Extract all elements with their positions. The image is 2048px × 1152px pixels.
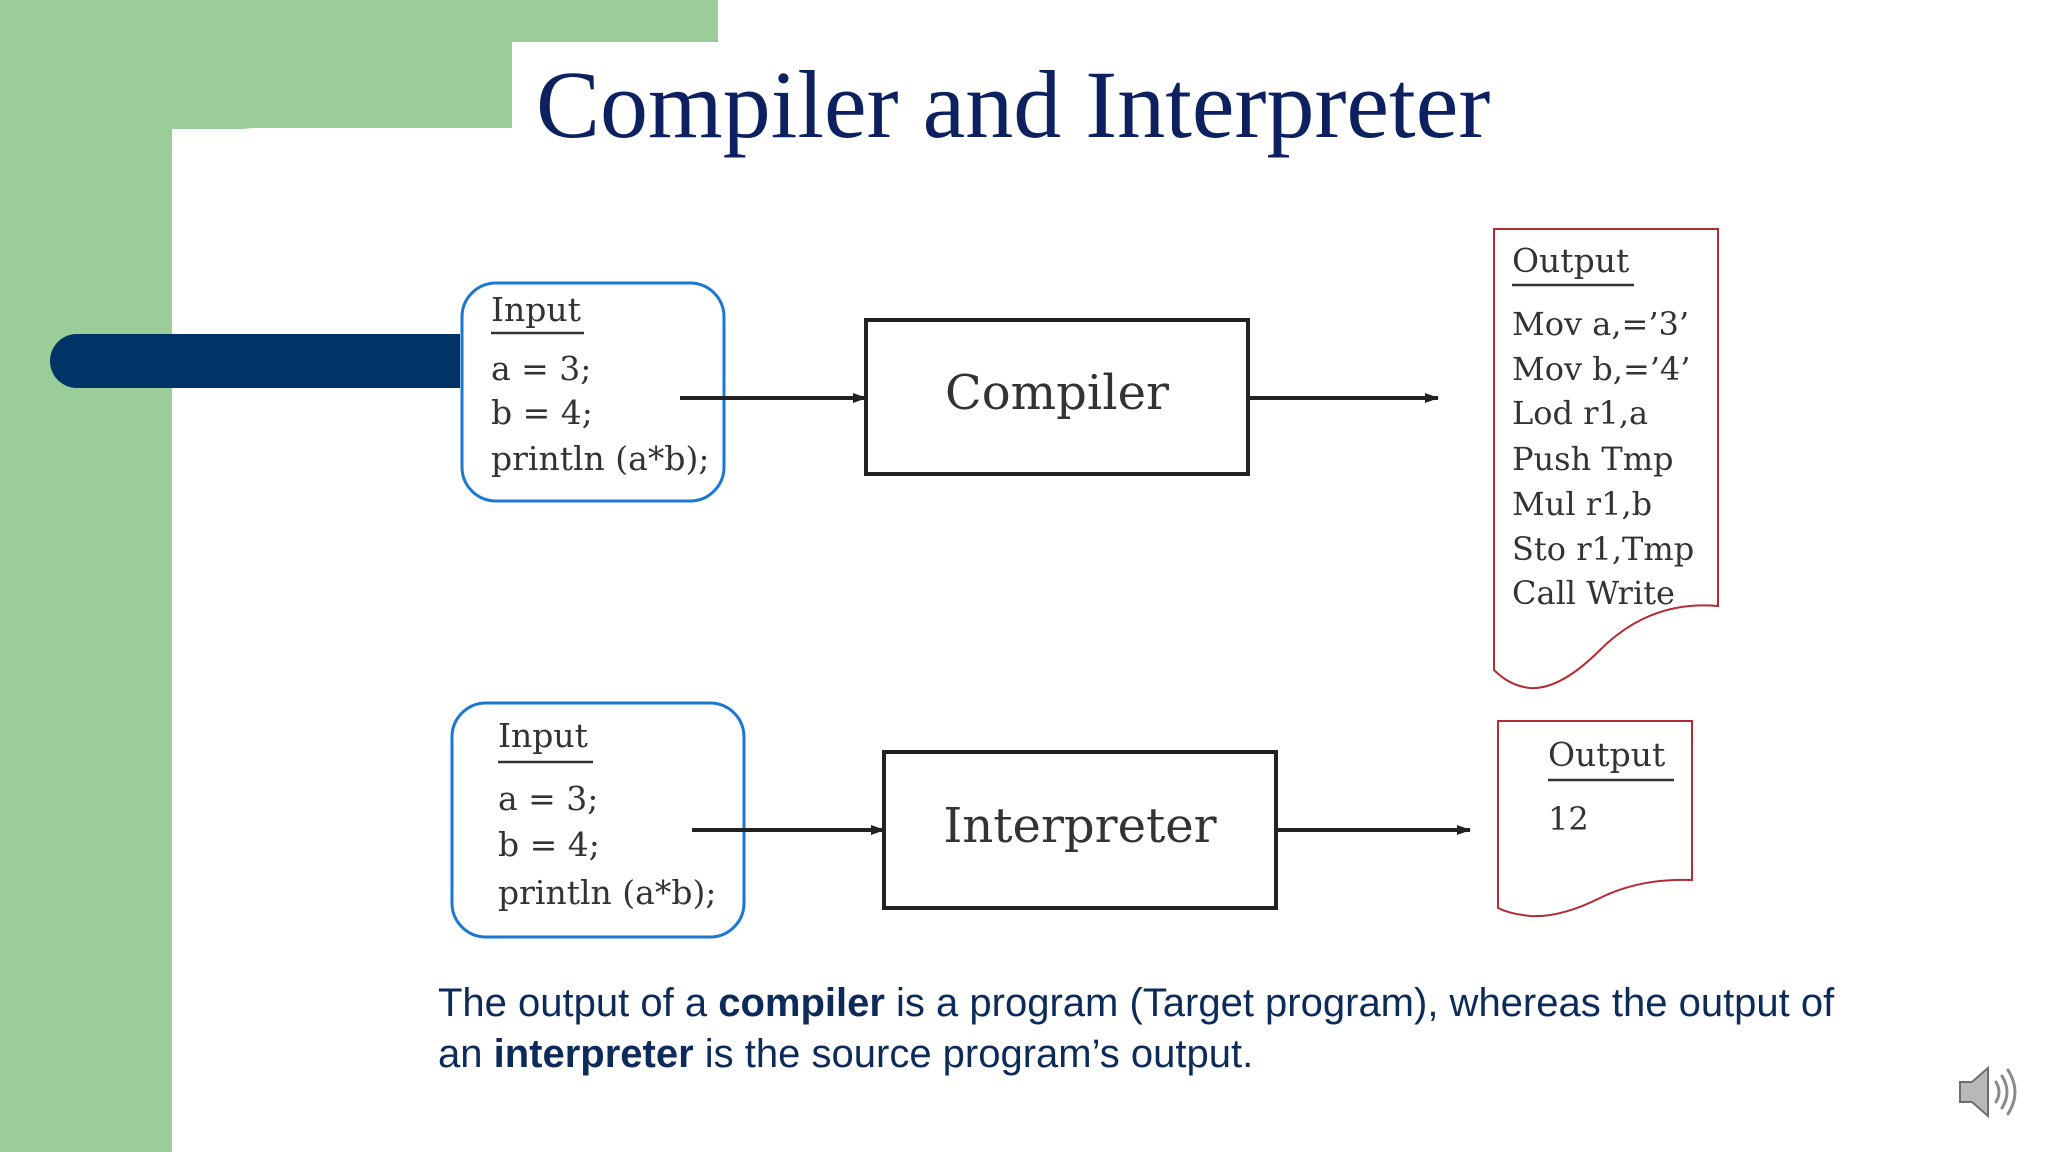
interpreter-output-document: [1497, 720, 1693, 918]
navy-accent-bar: [50, 334, 460, 388]
interpreter-input-heading: Input: [498, 716, 588, 755]
interpreter-output-line: 12: [1548, 800, 1589, 838]
compiler-output-line: Mov b,=’4’: [1512, 350, 1690, 388]
caption-bold-compiler: compiler: [718, 981, 885, 1025]
green-left-panel: [0, 0, 172, 1152]
compiler-output-document: [1493, 228, 1719, 690]
compiler-output-line: Push Tmp: [1512, 440, 1674, 478]
interpreter-input-line: b = 4;: [498, 825, 600, 864]
slide-title: Compiler and Interpreter: [536, 51, 1491, 158]
compiler-input-line: b = 4;: [491, 393, 593, 432]
green-top-band: [0, 0, 718, 42]
compiler-input-heading: Input: [491, 290, 581, 329]
title-background: [512, 42, 2048, 142]
compiler-output-line: Mov a,=’3’: [1512, 305, 1689, 343]
interpreter-output-heading: Output: [1548, 735, 1665, 774]
caption-text: is the source program’s output.: [693, 1032, 1254, 1076]
compiler-output-heading: Output: [1512, 241, 1629, 280]
compiler-input-line: println (a*b);: [491, 439, 709, 478]
green-title-band: [172, 42, 512, 129]
speaker-icon[interactable]: [1954, 1060, 2024, 1124]
caption-bold-interpreter: interpreter: [493, 1032, 694, 1076]
interpreter-input-line: println (a*b);: [498, 873, 716, 912]
compiler-input-line: a = 3;: [491, 349, 591, 388]
interpreter-box-label: Interpreter: [943, 798, 1216, 854]
compiler-input-box: [460, 281, 726, 503]
compiler-output-line: Mul r1,b: [1512, 485, 1652, 523]
interpreter-input-line: a = 3;: [498, 779, 598, 818]
caption-text: The output of a: [438, 981, 719, 1025]
compiler-output-line: Call Write: [1512, 574, 1675, 612]
content-card: [172, 128, 2048, 1152]
compiler-box-label: Compiler: [945, 365, 1169, 421]
caption-text: is a program (Target program), whereas t…: [438, 981, 1835, 1076]
compiler-output-line: Sto r1,Tmp: [1512, 530, 1694, 568]
interpreter-input-box: [450, 701, 746, 939]
slide-caption: The output of a compiler is a program (T…: [438, 978, 1838, 1080]
compiler-output-line: Lod r1,a: [1512, 394, 1648, 432]
